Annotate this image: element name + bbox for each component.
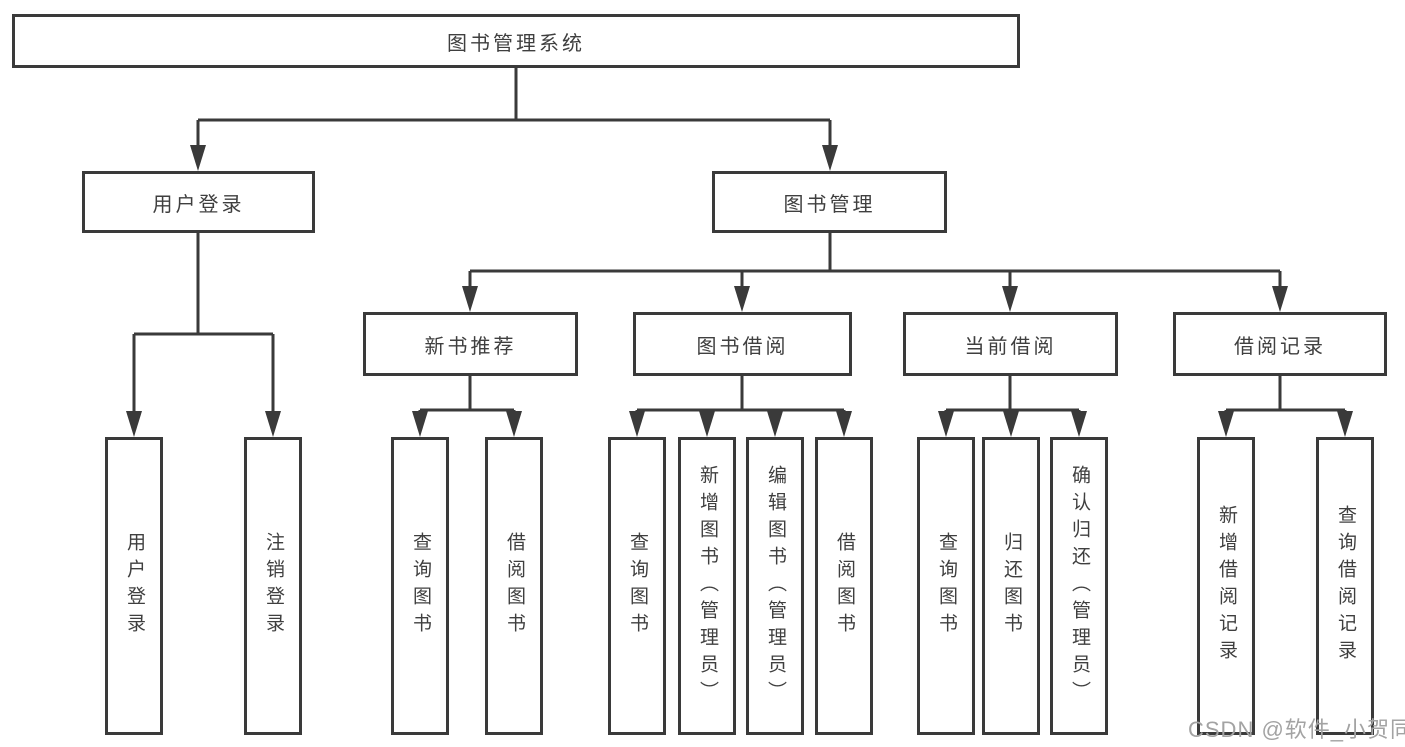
node-borrow-records: 借阅记录 [1173, 312, 1387, 376]
connector-user-login-to-children [126, 233, 281, 437]
leaf-edit-book-admin: 编辑图书（管理员） [746, 437, 804, 735]
leaf-query-books-1: 查询图书 [391, 437, 449, 735]
leaf-confirm-return-admin: 确认归还（管理员） [1050, 437, 1108, 735]
connector-current-borrow-to-children [938, 376, 1087, 437]
node-root: 图书管理系统 [12, 14, 1020, 68]
leaf-return-books: 归还图书 [982, 437, 1040, 735]
leaf-add-borrow-record: 新增借阅记录 [1197, 437, 1255, 735]
leaf-query-books-2-label: 查询图书 [626, 532, 648, 640]
leaf-add-book-admin-label: 新增图书（管理员） [696, 464, 718, 708]
node-book-management-label: 图书管理 [783, 193, 876, 216]
leaf-logout-label: 注销登录 [262, 532, 284, 640]
leaf-query-books-2: 查询图书 [608, 437, 666, 735]
connector-new-book-recommend-to-children [412, 376, 522, 437]
leaf-query-books-1-label: 查询图书 [409, 532, 431, 640]
leaf-add-book-admin: 新增图书（管理员） [678, 437, 736, 735]
node-book-borrow: 图书借阅 [633, 312, 852, 376]
node-current-borrow: 当前借阅 [903, 312, 1118, 376]
leaf-query-books-3-label: 查询图书 [935, 532, 957, 640]
leaf-confirm-return-admin-label: 确认归还（管理员） [1068, 464, 1090, 708]
leaf-query-borrow-record: 查询借阅记录 [1316, 437, 1374, 735]
connector-root-to-children [190, 68, 838, 171]
leaf-borrow-books-2: 借阅图书 [815, 437, 873, 735]
node-book-borrow-label: 图书借阅 [696, 335, 789, 358]
node-current-borrow-label: 当前借阅 [964, 335, 1057, 358]
leaf-logout: 注销登录 [244, 437, 302, 735]
leaf-query-books-3: 查询图书 [917, 437, 975, 735]
leaf-user-login: 用户登录 [105, 437, 163, 735]
leaf-query-borrow-record-label: 查询借阅记录 [1334, 505, 1356, 667]
node-book-management: 图书管理 [712, 171, 947, 233]
leaf-add-borrow-record-label: 新增借阅记录 [1215, 505, 1237, 667]
node-root-label: 图书管理系统 [447, 32, 585, 55]
connector-book-management-to-children [462, 233, 1288, 312]
node-new-book-recommend-label: 新书推荐 [424, 335, 517, 358]
csdn-watermark: CSDN @软件_小贺同学 [1188, 717, 1405, 742]
node-new-book-recommend: 新书推荐 [363, 312, 578, 376]
leaf-return-books-label: 归还图书 [1000, 532, 1022, 640]
leaf-borrow-books-1: 借阅图书 [485, 437, 543, 735]
node-user-login: 用户登录 [82, 171, 315, 233]
leaf-borrow-books-2-label: 借阅图书 [833, 532, 855, 640]
connector-borrow-records-to-children [1218, 376, 1353, 437]
leaf-borrow-books-1-label: 借阅图书 [503, 532, 525, 640]
node-borrow-records-label: 借阅记录 [1234, 335, 1326, 358]
leaf-user-login-label: 用户登录 [123, 532, 145, 640]
node-user-login-label: 用户登录 [152, 193, 245, 216]
leaf-edit-book-admin-label: 编辑图书（管理员） [764, 464, 786, 708]
connector-book-borrow-to-children [629, 376, 852, 437]
